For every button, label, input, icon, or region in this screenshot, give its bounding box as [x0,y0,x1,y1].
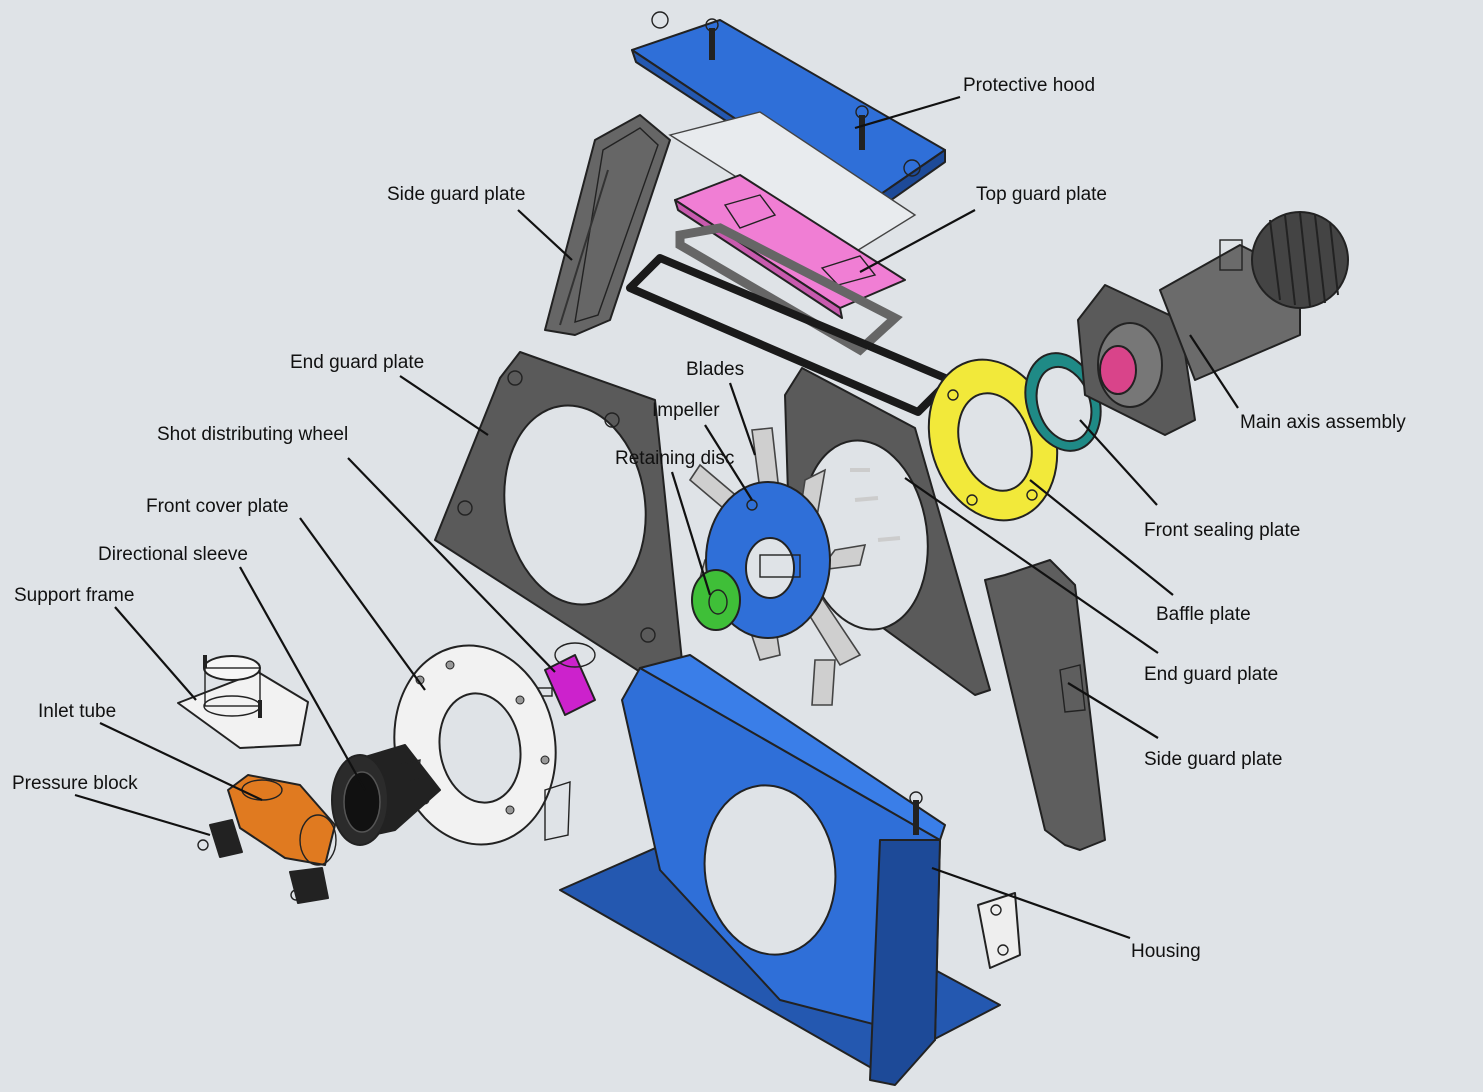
leader-retaining-disc [670,471,712,596]
leader-main-axis-assembly [1189,334,1239,409]
end-guard-plate-left-part [434,351,686,691]
bracket-part [977,892,1021,969]
leader-housing [931,866,1131,940]
label-baffle-plate: Baffle plate [1156,604,1251,625]
leader-end-guard-plate-left [399,375,489,436]
label-top-guard-plate: Top guard plate [976,184,1107,205]
main-axis-assembly-part [1077,211,1349,436]
label-pressure-block: Pressure block [12,773,138,794]
leader-side-guard-plate-top [517,209,573,261]
leader-front-cover-plate [299,517,426,691]
support-frame-part [177,655,309,749]
label-retaining-disc: Retaining disc [615,448,734,469]
leader-shot-distributing-wheel [347,457,556,673]
label-main-axis-assembly: Main axis assembly [1240,412,1406,433]
labels: Protective hood Side guard plate Top gua… [12,75,1406,962]
leader-side-guard-plate-bottom [1067,682,1159,739]
label-support-frame: Support frame [14,585,134,606]
pressure-block-part [197,819,329,904]
leader-lines [74,95,1239,940]
leader-inlet-tube [99,722,263,801]
leader-support-frame [114,606,197,701]
label-side-guard-plate-top: Side guard plate [387,184,525,205]
leader-end-guard-plate-right [904,477,1159,654]
label-end-guard-plate-right: End guard plate [1144,664,1278,685]
directional-sleeve-part [331,744,441,846]
leader-front-sealing-plate [1079,419,1158,506]
front-sealing-plate-part [1024,352,1102,452]
leader-impeller [704,424,753,501]
label-side-guard-plate-bottom: Side guard plate [1144,749,1282,770]
retaining-disc-part [691,569,741,631]
label-end-guard-plate-left: End guard plate [290,352,424,373]
label-inlet-tube: Inlet tube [38,701,116,722]
side-guard-plate-top-part [544,114,671,336]
leader-blades [728,382,757,456]
leader-directional-sleeve [239,566,366,791]
housing-part [559,654,1001,1086]
label-directional-sleeve: Directional sleeve [98,544,248,565]
label-front-cover-plate: Front cover plate [146,496,289,517]
leader-protective-hood [854,95,961,130]
label-shot-distributing-wheel: Shot distributing wheel [157,424,348,445]
label-impeller: Impeller [652,400,720,421]
leader-pressure-block [74,793,211,837]
leader-top-guard-plate [859,209,976,273]
side-guard-plate-bottom-part [984,559,1106,851]
label-housing: Housing [1131,941,1201,962]
label-blades: Blades [686,359,744,380]
label-protective-hood: Protective hood [963,75,1095,96]
label-front-sealing-plate: Front sealing plate [1144,520,1300,541]
leader-baffle-plate [1029,479,1174,596]
